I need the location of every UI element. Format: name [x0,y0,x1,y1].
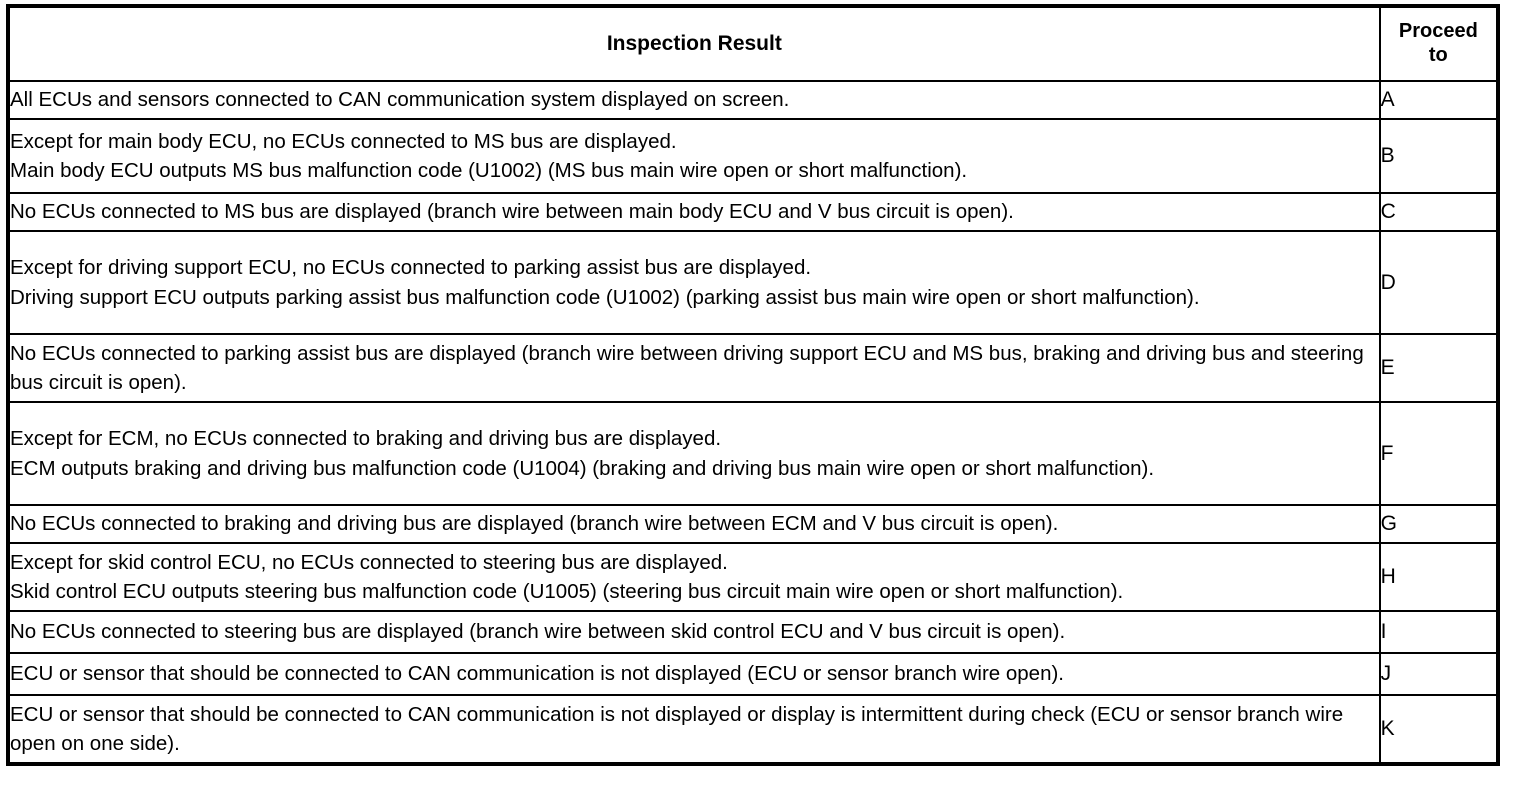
inspection-result-line: Except for driving support ECU, no ECUs … [10,256,812,280]
inspection-result-cell: No ECUs connected to MS bus are displaye… [7,192,1381,232]
inspection-result-cell: All ECUs and sensors connected to CAN co… [7,80,1381,120]
table-row: All ECUs and sensors connected to CAN co… [7,80,1500,120]
table-row: No ECUs connected to braking and driving… [7,504,1500,544]
table-row: ECU or sensor that should be connected t… [7,652,1500,696]
proceed-to-cell: F [1378,401,1500,506]
inspection-result-line: ECU or sensor that should be connected t… [10,702,1344,755]
table-row: Except for main body ECU, no ECUs connec… [7,118,1500,194]
table-row: Except for driving support ECU, no ECUs … [7,230,1500,335]
proceed-to-line-1: Proceed [1398,20,1478,43]
proceed-to-cell: G [1378,504,1500,544]
inspection-result-line: Except for ECM, no ECUs connected to bra… [10,427,722,451]
inspection-result-cell: Except for skid control ECU, no ECUs con… [7,542,1381,612]
inspection-result-line: Skid control ECU outputs steering bus ma… [10,580,1124,603]
inspection-result-line: Except for main body ECU, no ECUs connec… [10,129,677,153]
proceed-to-cell: I [1378,610,1500,654]
inspection-result-line: No ECUs connected to steering bus are di… [10,620,1066,644]
table-row: No ECUs connected to parking assist bus … [7,333,1500,403]
table-header: Inspection Result Proceed to [7,5,1500,82]
inspection-result-cell: No ECUs connected to parking assist bus … [7,333,1381,403]
inspection-result-cell: Except for main body ECU, no ECUs connec… [7,118,1381,194]
inspection-result-cell: No ECUs connected to braking and driving… [7,504,1381,544]
table-row: Except for ECM, no ECUs connected to bra… [7,401,1500,506]
column-header-proceed-to: Proceed to [1378,5,1500,82]
proceed-to-cell: K [1378,694,1500,765]
table-row: No ECUs connected to steering bus are di… [7,610,1500,654]
proceed-to-cell: A [1378,80,1500,120]
inspection-result-line: Except for skid control ECU, no ECUs con… [10,550,728,574]
inspection-result-line: ECU or sensor that should be connected t… [10,662,1064,686]
inspection-result-line: No ECUs connected to parking assist bus … [10,341,1364,394]
proceed-to-line-2: to [1428,44,1448,66]
inspection-result-line: ECM outputs braking and driving bus malf… [10,456,1155,480]
proceed-to-cell: C [1378,192,1500,232]
proceed-to-cell: B [1378,118,1500,194]
column-header-inspection-result: Inspection Result [7,5,1381,82]
inspection-result-table: Inspection Result Proceed to All ECUs an… [6,4,1500,766]
inspection-result-cell: Except for ECM, no ECUs connected to bra… [7,401,1381,506]
inspection-result-cell: ECU or sensor that should be connected t… [7,694,1381,765]
table-body: All ECUs and sensors connected to CAN co… [7,80,1500,765]
table-row: Except for skid control ECU, no ECUs con… [7,542,1500,612]
inspection-result-cell: Except for driving support ECU, no ECUs … [7,230,1381,335]
inspection-result-cell: No ECUs connected to steering bus are di… [7,610,1381,654]
inspection-result-line: All ECUs and sensors connected to CAN co… [10,88,790,112]
inspection-result-cell: ECU or sensor that should be connected t… [7,652,1381,696]
proceed-to-cell: H [1378,542,1500,612]
table-row: ECU or sensor that should be connected t… [7,694,1500,765]
inspection-result-line: No ECUs connected to braking and driving… [10,512,1059,536]
inspection-result-line: No ECUs connected to MS bus are displaye… [10,200,1014,224]
proceed-to-cell: E [1378,333,1500,403]
proceed-to-cell: J [1378,652,1500,696]
table-row: No ECUs connected to MS bus are displaye… [7,192,1500,232]
table-header-row: Inspection Result Proceed to [7,5,1500,82]
inspection-result-line: Driving support ECU outputs parking assi… [10,285,1200,309]
inspection-result-line: Main body ECU outputs MS bus malfunction… [10,159,968,182]
proceed-to-cell: D [1378,230,1500,335]
